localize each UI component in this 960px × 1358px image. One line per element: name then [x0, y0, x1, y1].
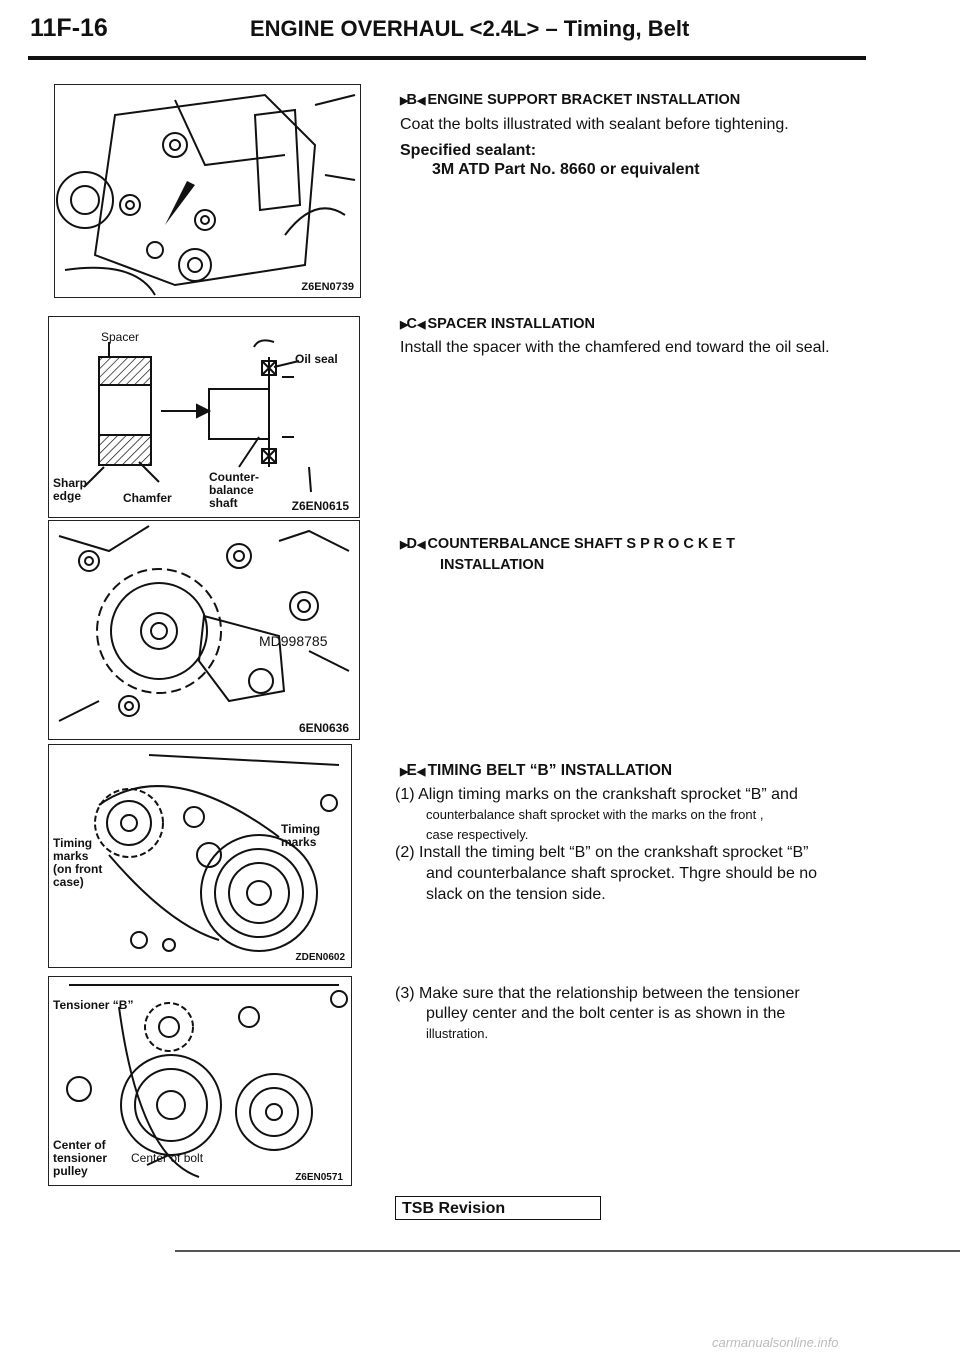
section-b-spec-label: Specified sealant: [400, 142, 537, 159]
section-d-heading-line2: INSTALLATION [440, 557, 545, 573]
figure-id: Z6EN0739 [301, 281, 354, 293]
sprocket-drawing [58, 525, 350, 722]
step-3-line-1: (3) Make sure that the relationship betw… [395, 985, 800, 1002]
page-code: 11F-16 [30, 14, 108, 42]
spacer-drawing [83, 339, 312, 493]
step-2-line-2: and counterbalance shaft sprocket. Thgre… [426, 865, 818, 882]
label-oil-seal: Oil seal [295, 352, 338, 366]
footer-rule [175, 1250, 960, 1252]
label-spacer: Spacer [101, 330, 140, 344]
bracket-drawing [56, 93, 356, 296]
figure-counterbalance-sprocket: MD998785 6EN0636 [48, 520, 360, 740]
step-2-line-1: (2) Install the timing belt “B” on the c… [395, 844, 809, 861]
marker-arrow-icon: ▶ [400, 319, 409, 331]
figure-timing-marks: Timing marks (on front case) Timing mark… [48, 744, 352, 968]
marker-arrow-icon: ◀ [416, 539, 426, 551]
section-b-spec-value: 3M ATD Part No. 8660 or equivalent [432, 161, 700, 178]
figure-tensioner: Tensioner “B” Center of tensioner pulley… [48, 976, 352, 1186]
label-center-of-bolt: Center of bolt [131, 1151, 204, 1165]
figure-id: 6EN0636 [298, 721, 349, 735]
marker-arrow-icon: ▶ [400, 766, 409, 778]
section-b-heading: ▶B◀ ENGINE SUPPORT BRACKET INSTALLATION [400, 92, 741, 108]
page-title: ENGINE OVERHAUL <2.4L> – Timing, Belt [250, 16, 690, 41]
label-timing-marks-front-case: Timing marks (on front case) [53, 836, 103, 889]
step-3-line-3: illustration. [426, 1026, 489, 1041]
step-1-line-3: case respectively. [426, 827, 529, 842]
label-chamfer: Chamfer [123, 491, 172, 505]
watermark: carmanualsonline.info [712, 1335, 839, 1350]
step-2-line-3: slack on the tension side. [426, 886, 606, 903]
label-timing-marks: Timing marks [281, 822, 321, 849]
header-rule [28, 56, 866, 60]
marker-arrow-icon: ◀ [416, 319, 426, 331]
marker-arrow-icon: ▶ [400, 539, 409, 551]
timing-marks-drawing [94, 754, 340, 952]
tsb-revision-box: TSB Revision [395, 1196, 601, 1220]
figure-spacer: Spacer Oil seal Sharp edge Chamfer Count… [48, 316, 360, 518]
marker-arrow-icon: ◀ [416, 766, 426, 778]
section-e-heading: ▶E◀ TIMING BELT “B” INSTALLATION [400, 762, 673, 779]
figure-id: Z6EN0571 [295, 1172, 343, 1183]
section-b-body: Coat the bolts illustrated with sealant … [400, 116, 789, 133]
figure-engine-support-bracket: Z6EN0739 [54, 84, 361, 298]
tensioner-drawing [66, 984, 348, 1178]
marker-arrow-icon: ◀ [416, 95, 426, 107]
figure-id: ZDEN0602 [295, 952, 345, 963]
label-counterbalance-shaft: Counter- balance shaft [209, 470, 259, 510]
section-c-heading: ▶C◀ SPACER INSTALLATION [400, 316, 596, 332]
step-3-line-2: pulley center and the bolt center is as … [426, 1005, 786, 1022]
step-1-line-1: (1) Align timing marks on the crankshaft… [395, 786, 798, 803]
label-tool-number: MD998785 [259, 633, 328, 649]
step-1-line-2: counterbalance shaft sprocket with the m… [426, 807, 764, 822]
figure-id: Z6EN0615 [291, 499, 349, 513]
label-tensioner-b: Tensioner “B” [53, 998, 134, 1012]
label-center-tensioner-pulley: Center of tensioner pulley [53, 1138, 108, 1178]
marker-arrow-icon: ▶ [400, 95, 409, 107]
section-d-heading: ▶D◀ COUNTERBALANCE SHAFT S P R O C K E T [400, 536, 735, 552]
section-c-body: Install the spacer with the chamfered en… [400, 339, 830, 356]
label-sharp-edge: Sharp edge [53, 476, 88, 503]
